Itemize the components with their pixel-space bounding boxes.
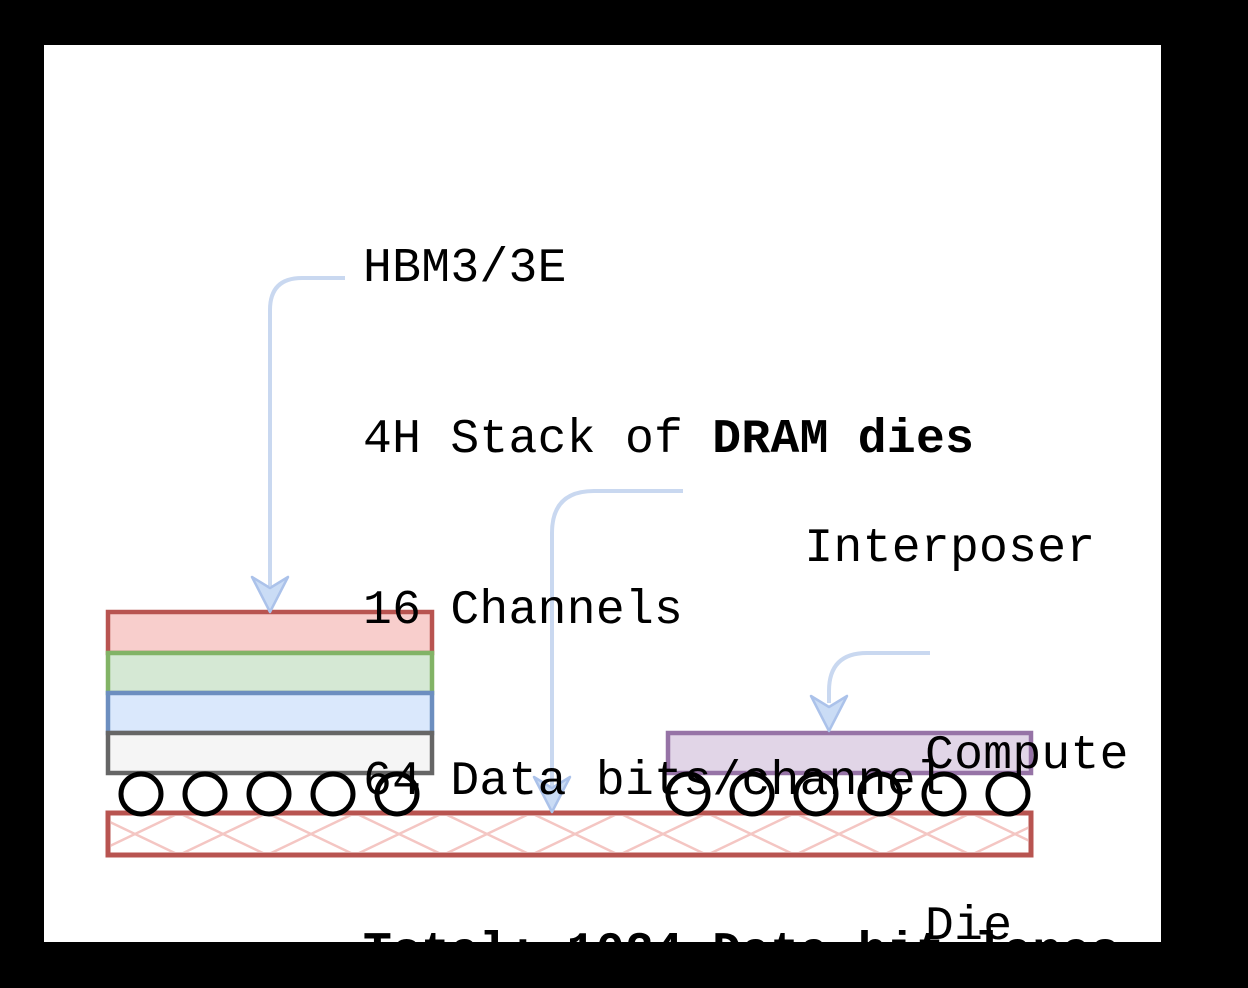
interposer-hatch — [111, 816, 1028, 852]
interposer-label-text: Interposer — [804, 522, 1096, 576]
interposer-label: Interposer — [688, 464, 1095, 635]
interposer-arrow — [532, 489, 683, 814]
dram-die-layer-2 — [105, 650, 435, 696]
bump — [857, 771, 903, 817]
hbm-info-text: HBM3/3E 4H Stack of DRAM dies 16 Channel… — [363, 127, 1120, 988]
hbm-stack — [105, 609, 435, 776]
bump — [729, 771, 775, 817]
compute-die-label-line-1: Compute — [925, 728, 1129, 785]
compute-die-bumps — [665, 771, 1031, 817]
compute-die-arrow — [809, 651, 930, 733]
die-label-text: Die — [925, 900, 1013, 954]
dram-die-layer-1 — [105, 609, 435, 656]
compute-die-label-line-2: Die — [925, 899, 1129, 956]
bump — [310, 771, 356, 817]
bump — [246, 771, 292, 817]
hbm-info-line-5: Total: 1024 Data bit lanes — [363, 925, 1120, 982]
bump — [118, 771, 164, 817]
arrow-line — [268, 276, 345, 586]
arrow-line — [827, 651, 930, 703]
interposer — [105, 810, 1034, 858]
bump — [793, 771, 839, 817]
hbm-info-line-2: 4H Stack of DRAM dies — [363, 412, 1120, 469]
bump — [665, 771, 711, 817]
hbm-stack-arrow — [250, 276, 345, 614]
hbm-bumps — [118, 771, 420, 817]
compute-die-label: Compute Die — [925, 614, 1129, 988]
channels-label: 16 Channels — [363, 584, 684, 638]
diagram-canvas — [44, 45, 1161, 942]
data-bits-label: 64 Data bits/channel — [363, 755, 946, 809]
total-lanes-label: Total: 1024 Data bit lanes — [363, 926, 1120, 980]
hbm-info-line-1: HBM3/3E — [363, 241, 1120, 298]
bump — [985, 771, 1031, 817]
hbm-info-line-4: 64 Data bits/channel — [363, 754, 1120, 811]
arrowhead-down-icon — [532, 775, 572, 814]
bump — [182, 771, 228, 817]
hbm-standard-label: HBM3/3E — [363, 242, 567, 296]
bump — [374, 771, 420, 817]
hbm-info-line-3: 16 Channels — [363, 583, 1120, 640]
arrowhead-down-icon — [809, 694, 849, 733]
bump — [921, 771, 967, 817]
dram-dies-label: DRAM dies — [712, 413, 975, 467]
arrow-line — [550, 489, 683, 786]
base-die-layer — [105, 730, 435, 776]
stack-height-label: 4H Stack of — [363, 413, 713, 467]
arrowhead-down-icon — [250, 575, 290, 614]
compute-label-text: Compute — [925, 729, 1129, 783]
compute-die — [665, 730, 1034, 776]
